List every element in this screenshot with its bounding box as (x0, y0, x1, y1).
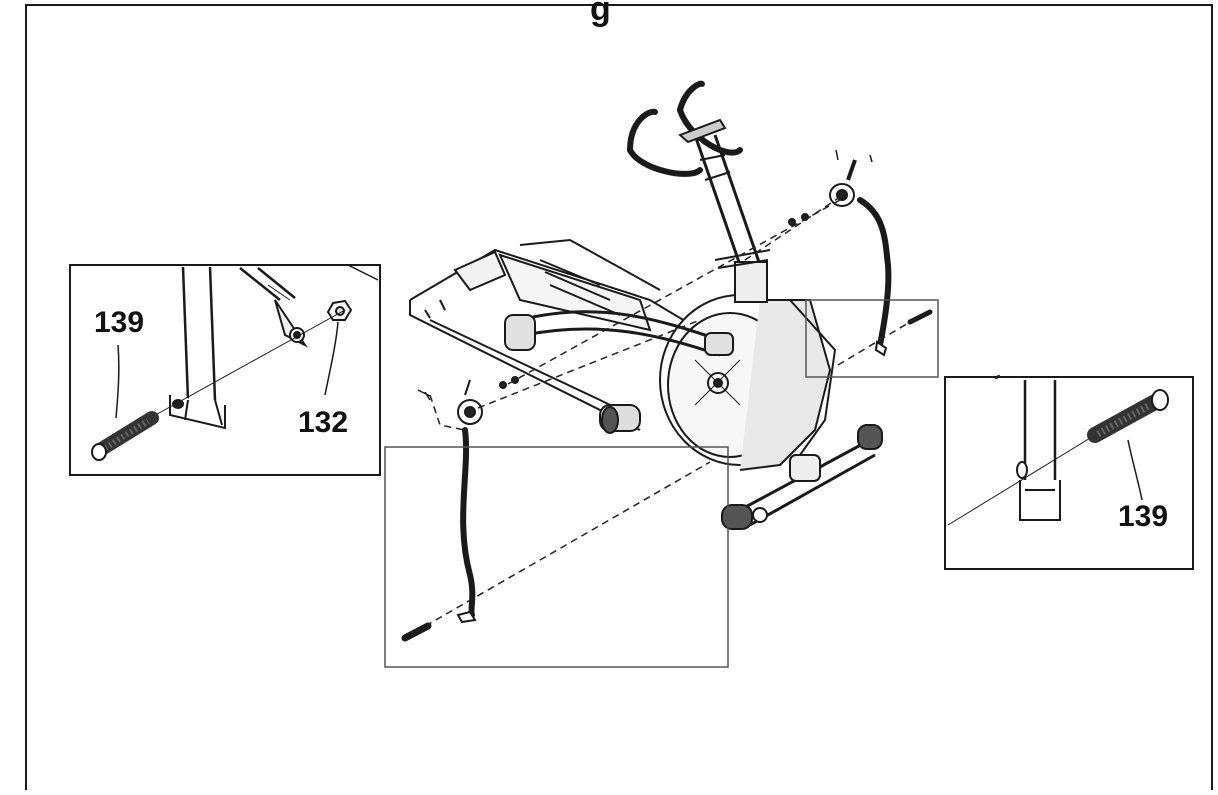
callout-139-right: 139 (1118, 500, 1169, 533)
right-arm-highlight-box (805, 299, 939, 378)
page-title-fragment: g (590, 0, 611, 28)
callout-139-left: 139 (94, 306, 145, 339)
left-arm-highlight-box (384, 446, 729, 668)
elliptical-trainer-illustration (401, 80, 933, 642)
outer-frame (25, 4, 1213, 795)
right-detail-inset (944, 374, 1194, 570)
assembly-guide-lines (414, 196, 921, 633)
callout-132: 132 (298, 406, 349, 439)
left-detail-inset (69, 264, 381, 476)
